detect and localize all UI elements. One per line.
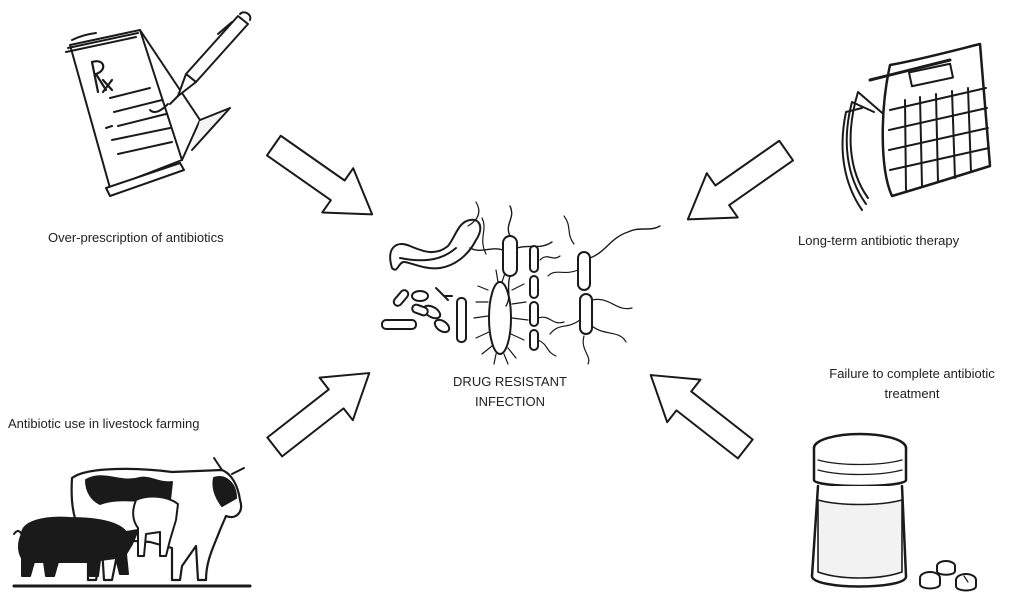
calendar-icon — [841, 42, 992, 211]
center-label: DRUG RESISTANT INFECTION — [420, 372, 600, 412]
arrow-bottom-left — [266, 372, 371, 458]
cause-label-incomplete-treatment: Failure to complete antibiotic treatment — [812, 364, 1011, 404]
arrow-bottom-right — [649, 374, 754, 460]
center-label-line1: DRUG RESISTANT — [453, 374, 567, 389]
cause-label-incomplete-treatment-line1: Failure to complete antibiotic — [829, 366, 995, 381]
cow-pig-livestock-icon — [12, 457, 252, 588]
arrow-top-left — [265, 134, 374, 216]
cause-label-over-prescription: Over-prescription of antibiotics — [48, 230, 224, 245]
cause-label-long-term-therapy: Long-term antibiotic therapy — [798, 233, 960, 248]
prescription-pad-pen-icon — [65, 11, 252, 197]
center-label-line2: INFECTION — [474, 394, 546, 409]
cause-label-incomplete-treatment-line2: treatment — [884, 386, 940, 401]
arrow-top-right — [686, 139, 795, 221]
cause-label-livestock: Antibiotic use in livestock farming — [8, 416, 200, 431]
pill-bottle-icon — [810, 432, 977, 592]
bacteria-illustration — [381, 201, 661, 365]
